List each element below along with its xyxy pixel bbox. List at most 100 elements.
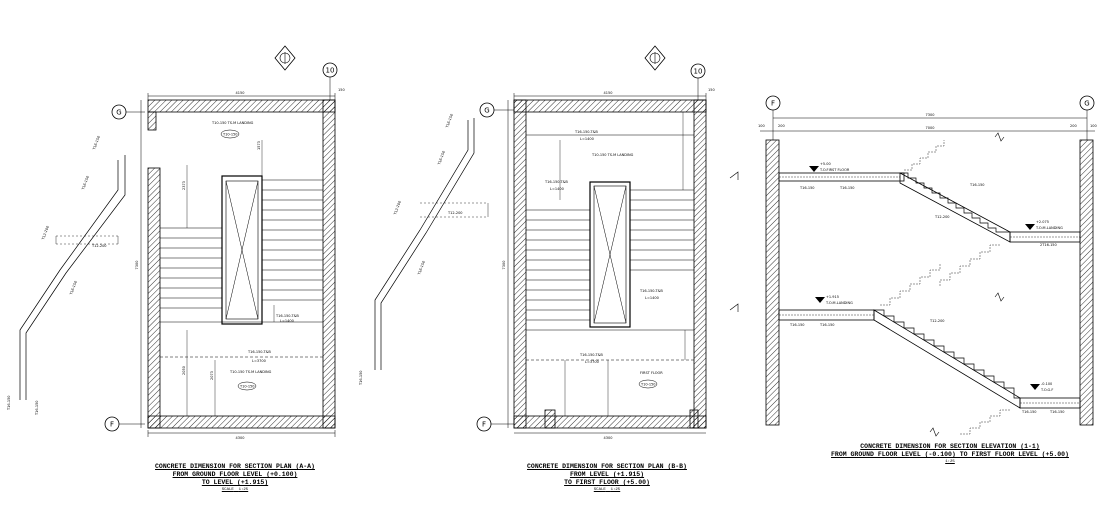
label-mid: T16-150-T&B	[275, 314, 299, 318]
label-mid-len: L=1400	[550, 187, 564, 191]
dim-right-top: 150	[338, 88, 345, 92]
grid-label-f: F	[110, 421, 114, 429]
caption-elevation: CONCRETE DIMENSION FOR SECTION ELEVATION…	[800, 443, 1100, 465]
label-top: T10-150 TS.M LANDING	[211, 121, 254, 125]
elev-dim-right2: 100	[1090, 124, 1097, 128]
grid-label-10: 10	[326, 67, 335, 75]
caption-plan-a-line1: CONCRETE DIMENSION FOR SECTION PLAN (A-A…	[155, 463, 315, 470]
side-label-5: T16-150	[417, 260, 426, 276]
grid-label-10: 10	[694, 68, 703, 76]
label-mid: T16-150-T&B	[544, 180, 568, 184]
label-low: T16-150-T&B	[247, 350, 271, 354]
grid-label-g: G	[484, 107, 489, 115]
caption-plan-a-scale: SCALE	[221, 488, 234, 492]
stair-treads-left	[160, 227, 222, 309]
side-label-2: T16-150	[81, 175, 90, 191]
dim-left: 7300	[502, 261, 506, 270]
level-ground-name: T.O.G.F	[1040, 388, 1053, 392]
label-landing: T10-150 TS.M LANDING	[591, 153, 634, 157]
caption-plan-a-ratio: 1:25	[238, 488, 249, 492]
dim-inner-low: 2050	[182, 366, 186, 375]
dim-inner-top: 1573	[257, 141, 261, 150]
elev-dim-top: 7300	[926, 113, 935, 117]
caption-plan-b-line1: CONCRETE DIMENSION FOR SECTION PLAN (B-B…	[527, 463, 687, 470]
dim-left: 7300	[135, 261, 139, 270]
elev-dim-right: 200	[1070, 124, 1077, 128]
bar-label-1: T16-150	[799, 186, 815, 190]
bar-label-4: 2T16-150	[1040, 243, 1057, 247]
side-label-1: T16-150	[92, 135, 101, 151]
caption-plan-b-line2: FROM LEVEL (+1.915)	[569, 471, 645, 478]
side-section-b	[374, 118, 489, 370]
plan-a: 10 G F 4150 150 4300 7300	[7, 45, 345, 440]
label-mid-len: L=1400	[280, 319, 294, 323]
bar-label-2: T16-150	[839, 186, 855, 190]
label-mid2: T16-150-T&B	[639, 289, 663, 293]
level-mid-name: T.O.M.LANDING	[1035, 226, 1063, 230]
bar-label-6: T16-150	[789, 323, 805, 327]
bar-label-7: T16-150	[819, 323, 835, 327]
caption-plan-a-line2: FROM GROUND FLOOR LEVEL (+0.100)	[172, 471, 298, 478]
side-label-6: T16-150	[7, 395, 11, 411]
label-low-len: L=3700	[585, 360, 599, 364]
side-section-a	[19, 155, 126, 400]
caption-plan-b-line3: TO FIRST FLOOR (+5.00)	[564, 479, 650, 486]
grid-label-g: G	[116, 109, 121, 117]
section-marker-icon	[274, 45, 296, 71]
side-label-5: T16-150	[69, 280, 78, 296]
dim-right-top: 150	[708, 88, 715, 92]
label-bot: T10-150 TS.M LANDING	[229, 370, 272, 374]
side-label-6: T16-150	[359, 370, 363, 386]
side-label-2: T16-150	[437, 150, 446, 166]
caption-plan-a: CONCRETE DIMENSION FOR SECTION PLAN (A-A…	[125, 463, 345, 493]
dim-inner-bot: 2073	[210, 371, 214, 380]
stair-treads-left	[526, 209, 590, 321]
caption-plan-a-line3: TO LEVEL (+1.915)	[201, 479, 269, 486]
side-label-7: T16-150	[35, 400, 39, 416]
bar-label-8: T12-200	[929, 319, 945, 323]
label-top-box: T10-150	[222, 133, 238, 137]
level-first-name: T.O.FIRST FLOOR	[819, 168, 850, 172]
elev-dim-left: 100	[758, 124, 765, 128]
elev-dim-left2: 200	[778, 124, 785, 128]
label-bot-box: T10-150	[239, 385, 255, 389]
label-bot: FIRST FLOOR	[640, 371, 663, 375]
side-label-4: T12-200	[91, 244, 107, 248]
caption-elevation-scale: 1:25	[945, 460, 955, 464]
dim-bottom: 4300	[236, 436, 245, 440]
dim-bottom: 4300	[604, 436, 613, 440]
bar-label-3: T16-150	[969, 183, 985, 187]
label-mid2-len: L=1400	[645, 296, 659, 300]
label-top: T16-150-T&B	[574, 130, 598, 134]
elev-dim-inner: 7000	[926, 126, 935, 130]
dim-inner-mid: 2373	[182, 181, 186, 190]
side-label-4: T12-200	[447, 211, 463, 215]
dim-top: 4150	[604, 91, 613, 95]
section-marker-icon	[644, 45, 666, 71]
stair-treads-right	[262, 179, 323, 301]
label-low-len: L=3700	[252, 359, 266, 363]
caption-elevation-line2: FROM GROUND FLOOR LEVEL (-0.100) TO FIRS…	[831, 451, 1069, 458]
bar-label-10: T16-150	[1049, 410, 1065, 414]
bar-label-9: T16-150	[1021, 410, 1037, 414]
dim-top: 4150	[236, 91, 245, 95]
level-ground: -0.100	[1041, 382, 1052, 386]
side-label-3: T12-200	[393, 200, 402, 216]
grid-label-f: F	[482, 421, 486, 429]
label-bot-box: T10-150	[640, 383, 656, 387]
grid-label-g: G	[1084, 100, 1089, 108]
caption-plan-b: CONCRETE DIMENSION FOR SECTION PLAN (B-B…	[497, 463, 717, 493]
plan-b: 10 G F 4150 150 4300 7300	[359, 45, 715, 440]
caption-plan-b-ratio: 1:25	[610, 488, 621, 492]
level-low-name: T.O.M.LANDING	[825, 301, 853, 305]
label-low: T16-150-T&B	[579, 353, 603, 357]
level-first: +5.00	[820, 162, 831, 166]
level-mid: +2.075	[1036, 220, 1049, 224]
label-top-len: L=1400	[580, 137, 594, 141]
elevation: F G 7300 7000 100 200 200 100	[729, 95, 1097, 437]
bar-label-5: T12-200	[934, 215, 950, 219]
caption-elevation-line1: CONCRETE DIMENSION FOR SECTION ELEVATION…	[860, 443, 1040, 450]
caption-plan-b-scale: SCALE	[593, 488, 606, 492]
side-label-1: T16-150	[445, 113, 454, 129]
